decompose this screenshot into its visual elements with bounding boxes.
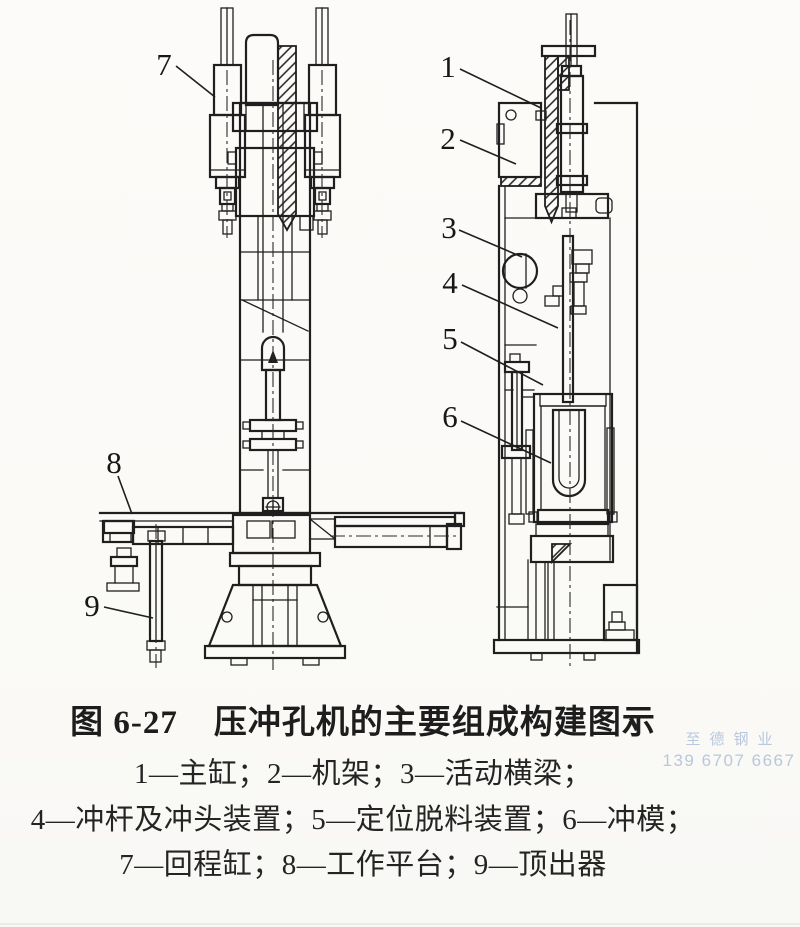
scan-speckle	[629, 718, 639, 731]
punch-rod	[561, 234, 575, 404]
stripper-device	[500, 353, 535, 525]
figure-title: 压冲孔机的主要组成构建图示	[213, 705, 656, 741]
leader-1	[459, 68, 542, 109]
leader-6	[460, 420, 552, 464]
callout-1: 1	[440, 49, 456, 84]
legend-line-2: 4—冲杆及冲头装置；5—定位脱料装置；6—冲模；	[30, 804, 696, 836]
callout-2: 2	[440, 121, 456, 156]
watermark-company: 至德钢业	[685, 731, 782, 748]
leader-4	[461, 284, 559, 329]
main-cylinder-hatch	[544, 55, 559, 225]
punch-die	[525, 392, 618, 565]
frame-base	[492, 559, 641, 661]
leader-2	[459, 139, 517, 165]
leader-8	[117, 475, 133, 515]
side-view-drawing	[492, 13, 641, 668]
leader-7	[175, 65, 216, 98]
work-platform	[98, 499, 466, 568]
callout-7: 7	[156, 47, 172, 82]
callout-numbers: 7 1 2 3 4 5 6 8 9	[84, 47, 458, 623]
figure-caption: 图 6-27 压冲孔机的主要组成构建图示	[0, 695, 726, 743]
leader-5	[460, 341, 544, 386]
movable-crossbeam	[501, 192, 613, 315]
legend-line-1: 1—主缸；2—机架；3—活动横梁；	[133, 758, 592, 790]
figure-number: 图 6-27	[70, 705, 178, 741]
callout-5: 5	[442, 321, 458, 356]
leader-9	[103, 606, 154, 619]
callout-4: 4	[442, 265, 458, 300]
top-block	[244, 33, 280, 107]
leader-3	[458, 229, 523, 258]
hatched-guide-column	[277, 45, 297, 232]
callout-6: 6	[442, 399, 458, 434]
leader-lines	[103, 65, 559, 619]
front-view-drawing	[98, 7, 466, 670]
callout-9: 9	[84, 588, 100, 623]
callout-8: 8	[106, 445, 122, 480]
legend-line-3: 7—回程缸；8—工作平台；9—顶出器	[119, 849, 607, 881]
ram-assembly	[242, 60, 304, 670]
watermark-phone: 139 6707 6667	[662, 751, 796, 771]
ejector-assembly	[102, 519, 166, 668]
callout-3: 3	[441, 210, 457, 245]
base-pedestal	[203, 564, 347, 666]
cylinder-head	[540, 44, 597, 58]
watermark: 至德钢业 139 6707 6667	[645, 730, 800, 773]
main-column	[227, 101, 323, 515]
